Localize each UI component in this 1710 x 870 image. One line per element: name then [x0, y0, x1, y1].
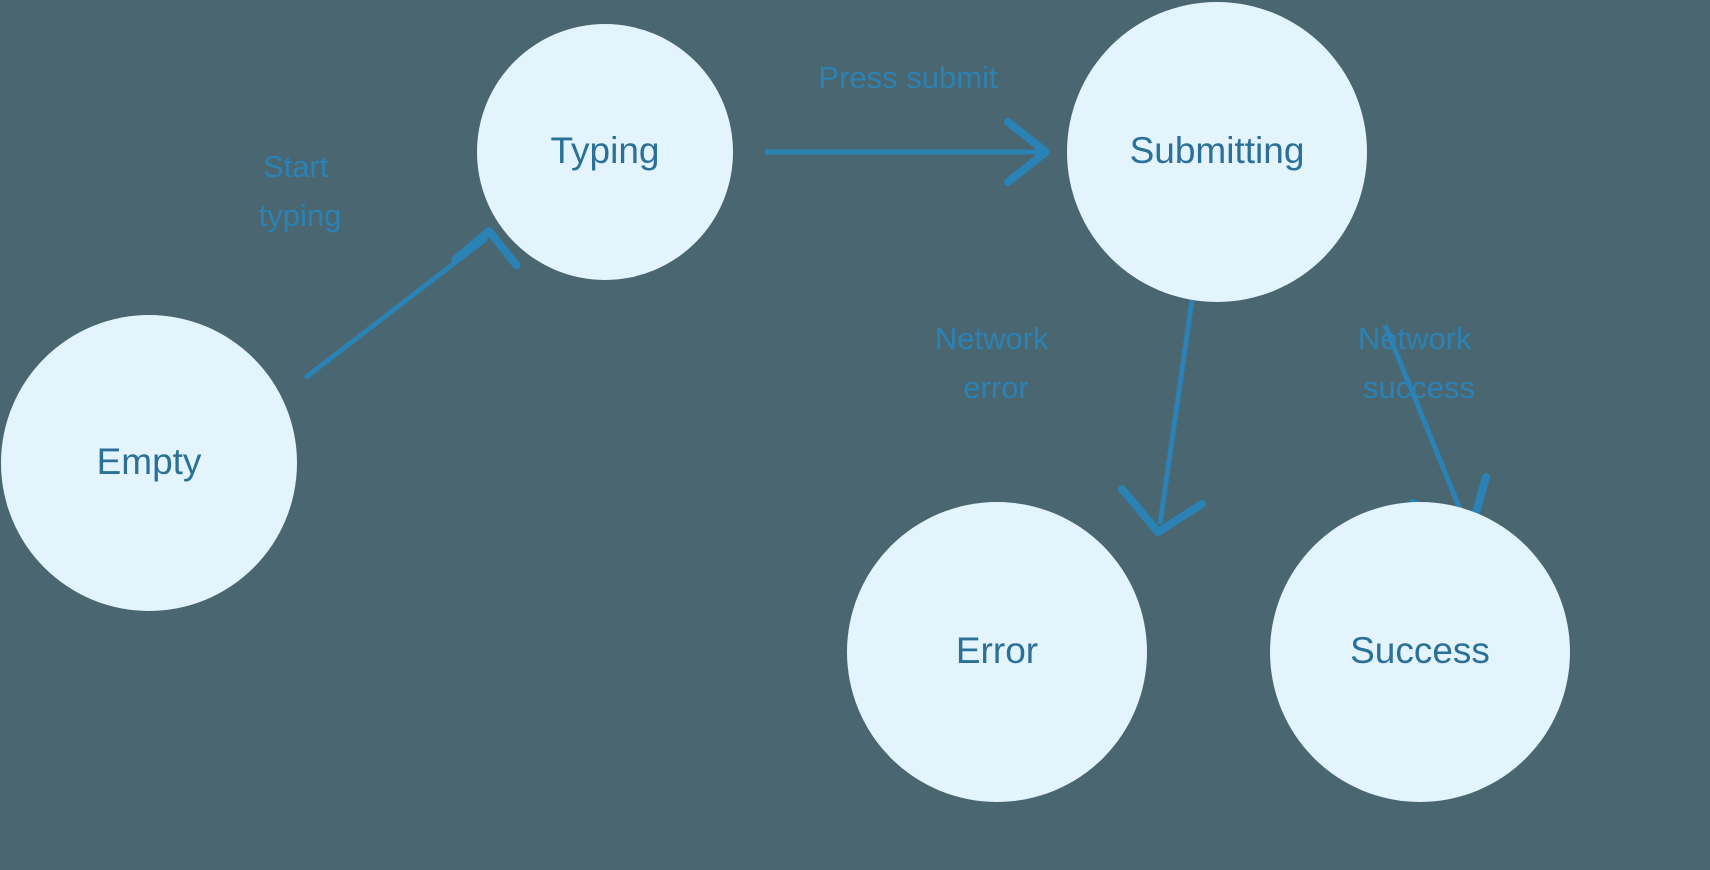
edge-empty-to-typing[interactable]: [303, 227, 521, 380]
node-success-label: Success: [1350, 630, 1490, 671]
edge-submitting-to-error-arrowhead: [1118, 485, 1206, 536]
node-error-circle: [847, 502, 1147, 802]
edge-typing-to-submitting-arrowhead: [1004, 118, 1050, 186]
edge-label-line: Start: [263, 149, 329, 184]
edge-label-line: Network: [935, 321, 1049, 356]
node-submitting-label: Submitting: [1130, 130, 1305, 171]
edge-label-empty-to-typing: Start typing: [259, 149, 342, 233]
node-typing[interactable]: Typing: [477, 24, 733, 280]
edge-submitting-to-error-line: [1157, 299, 1195, 525]
node-typing-circle: [477, 24, 733, 280]
node-submitting-circle: [1067, 2, 1367, 302]
edge-label-line: typing: [259, 198, 342, 233]
edge-label-line: success: [1363, 370, 1475, 405]
edge-label-line: Network: [1358, 321, 1472, 356]
edge-typing-to-submitting[interactable]: [765, 118, 1050, 186]
node-error-label: Error: [956, 630, 1038, 671]
edge-label-line: Press submit: [818, 60, 998, 95]
edge-submitting-to-success[interactable]: [1382, 324, 1490, 538]
node-error[interactable]: Error: [847, 502, 1147, 802]
node-empty-circle: [1, 315, 297, 611]
edge-label-submitting-to-error: Network error: [935, 321, 1057, 405]
edge-submitting-to-error[interactable]: [1118, 299, 1206, 536]
edge-empty-to-typing-arrowhead: [451, 227, 521, 270]
node-typing-label: Typing: [550, 130, 659, 171]
edge-label-typing-to-submitting: Press submit: [818, 60, 998, 95]
node-success[interactable]: Success: [1270, 502, 1570, 802]
edge-submitting-to-success-line: [1382, 324, 1469, 525]
edge-label-submitting-to-success: Network success: [1358, 321, 1480, 405]
node-submitting[interactable]: Submitting: [1067, 2, 1367, 302]
node-empty[interactable]: Empty: [1, 315, 297, 611]
edge-label-line: error: [963, 370, 1028, 405]
node-success-circle: [1270, 502, 1570, 802]
node-empty-label: Empty: [97, 441, 202, 482]
